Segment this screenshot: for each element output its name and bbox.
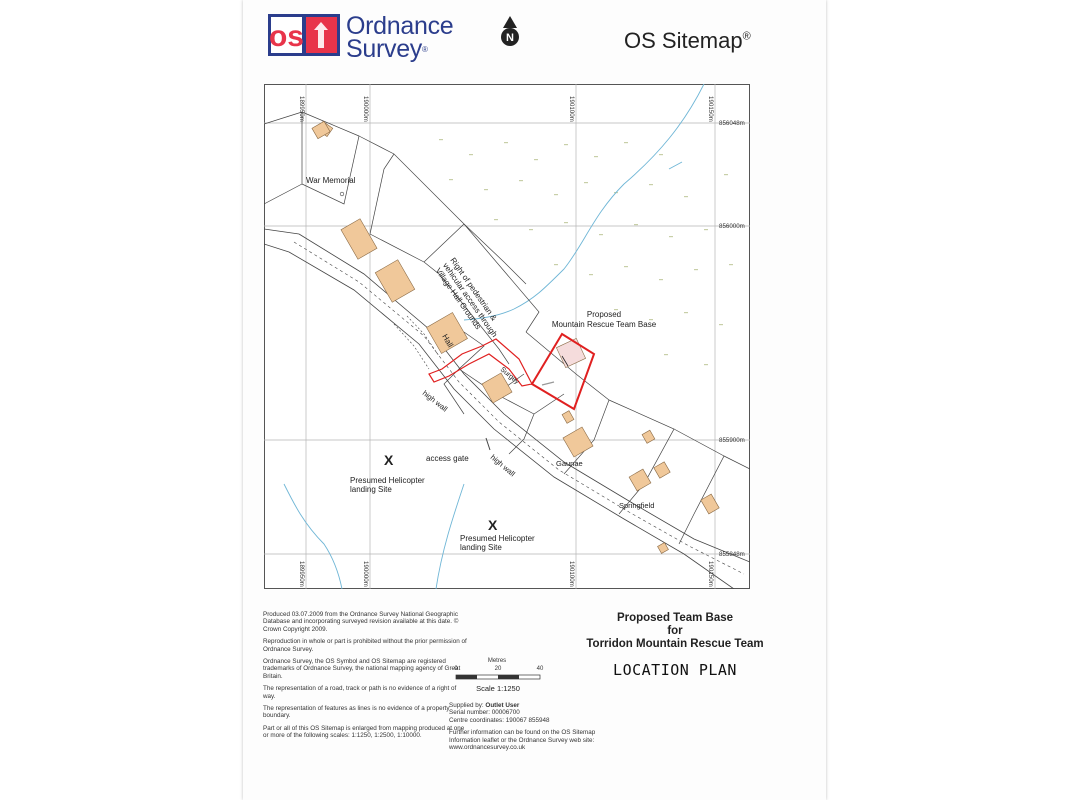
site-pointer xyxy=(561,355,569,367)
scale-tick-20: 20 xyxy=(495,666,502,672)
note-produced: Produced 03.07.2009 from the Ordnance Su… xyxy=(263,611,459,633)
grid-top-0: 189950m xyxy=(298,96,305,122)
rough-ground-symbols xyxy=(439,139,733,366)
logo-letter-o: os xyxy=(269,20,304,53)
plan-title-line3: Torridon Mountain Rescue Team xyxy=(586,638,764,650)
os-logo-icon: os xyxy=(268,14,340,56)
grid-lines xyxy=(264,84,750,589)
copyright-notes: Produced 03.07.2009 from the Ordnance Su… xyxy=(263,611,468,745)
grid-top-2: 190100m xyxy=(568,96,575,122)
label-helipad-1-line1: Presumed Helicopter xyxy=(350,476,425,485)
grid-bottom-2: 190100m xyxy=(568,561,575,587)
further-information: Further information can be found on the … xyxy=(449,729,596,752)
scale-unit-label: Metres xyxy=(488,658,506,664)
grid-right-2: 855900m xyxy=(719,437,745,444)
label-proposed-2: Mountain Rescue Team Base xyxy=(552,320,657,329)
label-proposed-1: Proposed xyxy=(587,310,621,319)
road-centre-dashes xyxy=(293,241,745,575)
supplier-details: Supplied by: Outlet User Serial number: … xyxy=(449,702,599,756)
grid-right-3: 855848m xyxy=(719,551,745,558)
site-map: 189950m 190000m 190100m 190150m 189950m … xyxy=(264,84,750,589)
map-frame xyxy=(264,84,750,589)
war-memorial-symbol xyxy=(339,191,345,197)
scale-tick-0: 0 xyxy=(454,666,458,672)
scale-ratio: Scale 1:1250 xyxy=(476,684,520,693)
grid-top-3: 190150m xyxy=(707,96,714,122)
plan-title-block: Proposed Team Base for Torridon Mountain… xyxy=(575,612,775,679)
north-letter: N xyxy=(506,32,514,44)
ordnance-survey-logo: os Ordnance Survey® xyxy=(268,14,458,64)
label-helipad-1-line2: landing Site xyxy=(350,485,392,494)
sitemap-title-text: OS Sitemap xyxy=(624,28,743,53)
note-enlarged: Part or all of this OS Sitemap is enlarg… xyxy=(263,724,465,740)
label-springfield: Springfield xyxy=(619,501,654,510)
grid-right-1: 856000m xyxy=(719,223,745,230)
access-route-outline xyxy=(428,338,533,387)
driveway xyxy=(393,315,440,370)
plan-title-line1: Proposed Team Base xyxy=(616,612,734,624)
label-helipad-2-line1: Presumed Helicopter xyxy=(460,534,535,543)
proposed-site-outline xyxy=(530,332,596,411)
grid-bottom-1: 190000m xyxy=(362,561,369,587)
plan-title-line2: for xyxy=(667,625,683,637)
label-access-gate: access gate xyxy=(426,454,469,463)
scale-tick-40: 40 xyxy=(537,666,544,672)
road xyxy=(264,228,750,589)
logo-survey-word: Survey xyxy=(346,35,423,63)
boundaries xyxy=(264,111,750,545)
label-war-memorial: War Memorial xyxy=(306,176,356,185)
supplied-by: Supplied by: Outlet User Serial number: … xyxy=(449,702,599,724)
streams xyxy=(283,84,705,589)
logo-wordmark: Ordnance Survey® xyxy=(346,12,454,63)
note-right-of-way: The representation of a road, track or p… xyxy=(263,685,457,700)
sitemap-title-reg: ® xyxy=(742,30,751,43)
logo-line-survey: Survey® xyxy=(346,35,453,63)
note-property-boundary: The representation of features as lines … xyxy=(263,705,450,720)
label-x-mark-2: X xyxy=(488,517,498,533)
label-gaunae: Gaunae xyxy=(556,459,583,468)
sitemap-title: OS Sitemap® xyxy=(624,28,751,54)
grid-top-1: 190000m xyxy=(362,96,369,122)
note-trademarks: Ordnance Survey, the OS Symbol and OS Si… xyxy=(263,658,461,680)
logo-registered-mark: ® xyxy=(422,45,428,54)
note-reproduction: Reproduction in whole or part is prohibi… xyxy=(263,638,467,653)
logo-line-ordnance: Ordnance xyxy=(346,12,454,40)
label-x-mark-1: X xyxy=(384,452,394,468)
scale-bar: Metres 0 20 40 Scale 1:1250 xyxy=(454,658,544,693)
grid-bottom-3: 190150m xyxy=(707,561,714,587)
buildings xyxy=(311,120,720,554)
supplied-by-label: Supplied by: xyxy=(449,702,484,709)
grid-bottom-0: 189950m xyxy=(298,561,305,587)
label-helipad-2-line2: landing Site xyxy=(460,543,502,552)
access-gate-mark xyxy=(485,437,491,451)
north-arrow-icon: N xyxy=(501,16,519,46)
location-plan-handwritten: LOCATION PLAN xyxy=(613,661,737,679)
centre-coordinates: Centre coordinates: 190067 855948 xyxy=(449,716,550,724)
supplier-name: Outlet User xyxy=(485,702,520,709)
serial-number: Serial number: 00006700 xyxy=(449,709,520,717)
grid-right-0: 856048m xyxy=(719,120,745,127)
